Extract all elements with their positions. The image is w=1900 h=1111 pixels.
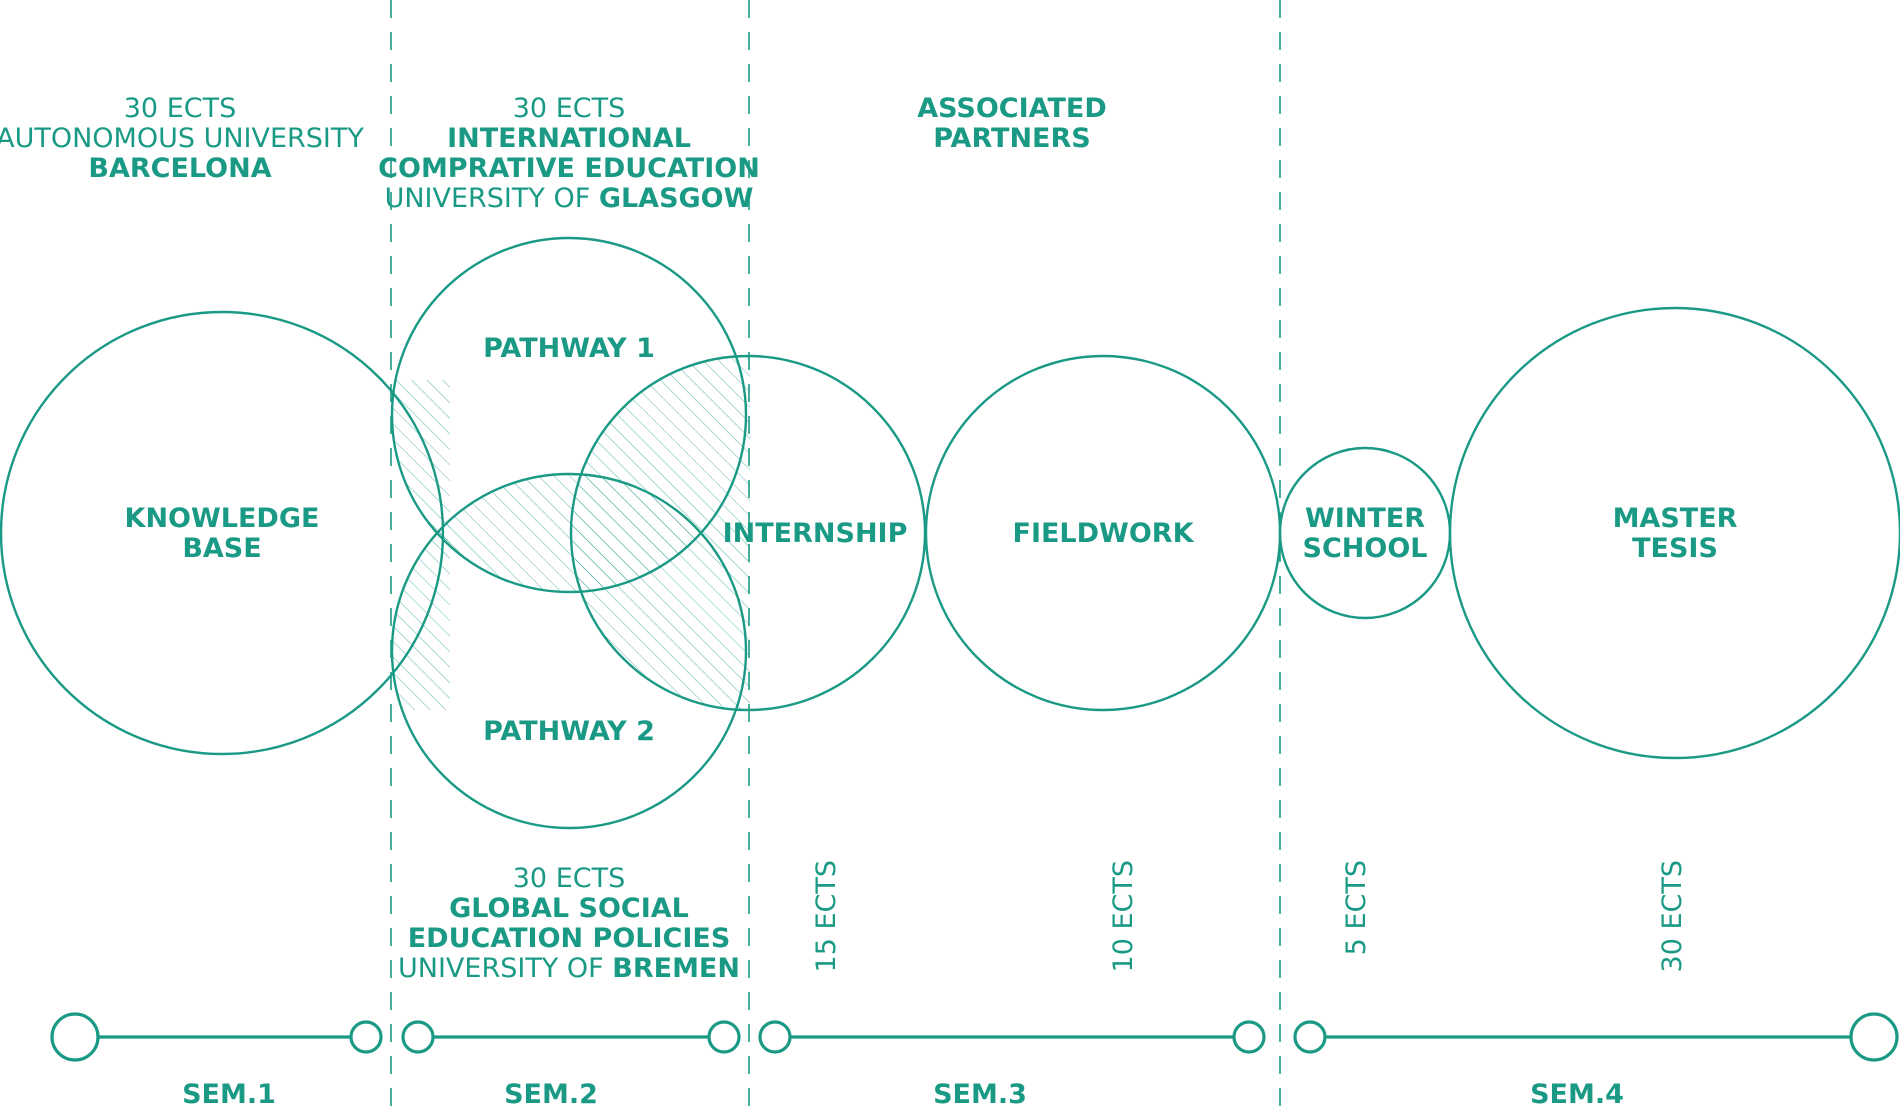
timeline-node-sem4-start: [1293, 1020, 1327, 1054]
knowledge-base-label-2: BASE: [182, 533, 261, 564]
semester-4-label: SEM.4: [1530, 1079, 1624, 1110]
barcelona-ects: 30 ECTS: [124, 93, 236, 124]
pathway-1-label: PATHWAY 1: [483, 333, 655, 364]
timeline-node-sem3-end: [1232, 1020, 1266, 1054]
timeline-node-sem1-end: [349, 1020, 383, 1054]
fieldwork-label: FIELDWORK: [1013, 518, 1195, 549]
winter-school-label-1: WINTER: [1305, 503, 1425, 534]
partners-line2: PARTNERS: [933, 123, 1090, 154]
master-tesis-label-1: MASTER: [1613, 503, 1738, 534]
glasgow-program-line2: COMPRATIVE EDUCATION: [378, 153, 760, 184]
timeline-node-sem3-start: [758, 1020, 792, 1054]
glasgow-university: UNIVERSITY OF GLASGOW: [385, 183, 754, 214]
circle-labels: KNOWLEDGE BASE PATHWAY 1 PATHWAY 2 INTER…: [125, 333, 1738, 747]
knowledge-base-label-1: KNOWLEDGE: [125, 503, 320, 534]
timeline-node-sem2-end: [707, 1020, 741, 1054]
internship-ects: 15 ECTS: [811, 860, 842, 972]
internship-label: INTERNSHIP: [723, 518, 908, 549]
knowledge-base-circle: [0, 310, 445, 756]
bremen-ects: 30 ECTS: [513, 863, 625, 894]
timeline: [50, 1012, 1899, 1062]
barcelona-city: BARCELONA: [88, 153, 271, 184]
barcelona-university: AUTONOMOUS UNIVERSITY: [0, 123, 364, 154]
bremen-program-line1: GLOBAL SOCIAL: [449, 893, 689, 924]
timeline-node-sem2-start: [401, 1020, 435, 1054]
master-tesis-ects: 30 ECTS: [1657, 860, 1688, 972]
semester-3-label: SEM.3: [933, 1079, 1027, 1110]
pathway-1-circle: [390, 236, 748, 594]
semester-2-label: SEM.2: [504, 1079, 598, 1110]
master-tesis-circle: [1448, 306, 1900, 760]
bottom-labels: 30 ECTS GLOBAL SOCIAL EDUCATION POLICIES…: [398, 860, 1688, 984]
fieldwork-ects: 10 ECTS: [1108, 860, 1139, 972]
glasgow-program-line1: INTERNATIONAL: [447, 123, 691, 154]
timeline-start-node: [50, 1012, 100, 1062]
timeline-end-node: [1849, 1012, 1899, 1062]
circles: [0, 236, 1900, 830]
master-tesis-label-2: TESIS: [1632, 533, 1718, 564]
partners-line1: ASSOCIATED: [917, 93, 1106, 124]
bremen-university: UNIVERSITY OF BREMEN: [398, 953, 740, 984]
winter-school-ects: 5 ECTS: [1341, 860, 1372, 955]
glasgow-ects: 30 ECTS: [513, 93, 625, 124]
semester-labels: SEM.1 SEM.2 SEM.3 SEM.4: [182, 1079, 1624, 1110]
semester-1-label: SEM.1: [182, 1079, 276, 1110]
top-labels: 30 ECTS AUTONOMOUS UNIVERSITY BARCELONA …: [0, 93, 1107, 214]
winter-school-label-2: SCHOOL: [1303, 533, 1428, 564]
pathway-2-label: PATHWAY 2: [483, 716, 655, 747]
pathway-2-circle: [390, 472, 748, 830]
bremen-program-line2: EDUCATION POLICIES: [408, 923, 731, 954]
